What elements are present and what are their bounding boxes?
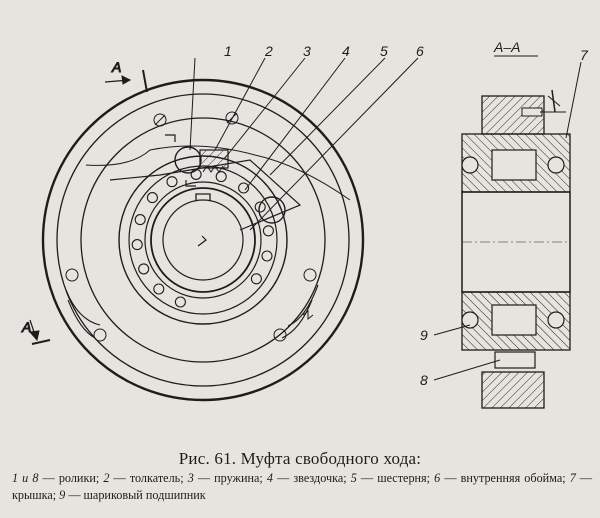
- bearing-ball: [250, 273, 262, 285]
- bearing-ball: [146, 192, 158, 204]
- clutch-drawing: A A 1 2 3 4 5 6 А–А: [21, 39, 589, 409]
- legend-number: 3: [187, 471, 194, 485]
- legend-item: 4 — звездочка;: [266, 471, 347, 485]
- star-profile: [109, 159, 302, 231]
- hub-outer: [150, 187, 256, 293]
- section-arrows: A A: [21, 59, 148, 345]
- legend-number: 5: [350, 471, 357, 485]
- section-title: А–А: [493, 39, 520, 55]
- legend-item: 9 — шариковый подшипник: [59, 488, 206, 502]
- cover-ring: [80, 117, 326, 363]
- break-line: [197, 235, 207, 247]
- legend-number: 7: [569, 471, 576, 485]
- section-mark-bottom: A: [21, 319, 31, 335]
- legend-number: 2: [103, 471, 110, 485]
- callout-1: 1: [224, 43, 232, 59]
- cut-window: [165, 134, 196, 187]
- figure-legend: 1 и 8 — ролики; 2 — толкатель; 3 — пружи…: [12, 470, 592, 504]
- section-cut-edge: [85, 145, 351, 201]
- roller-lower: [258, 196, 286, 224]
- keyway: [195, 193, 211, 201]
- callout-leaders: [189, 57, 419, 231]
- legend-text: пружина;: [214, 471, 263, 485]
- callout-3: 3: [303, 43, 311, 59]
- callout-8: 8: [420, 372, 428, 388]
- bearing-ball: [166, 176, 178, 188]
- callout-4: 4: [342, 43, 350, 59]
- outer-rim: [41, 78, 365, 402]
- figure-caption: Рис. 61. Муфта свободного хода:: [178, 449, 422, 468]
- star-outer: [118, 155, 288, 325]
- legend-number: 1 и 8: [12, 471, 39, 485]
- bearing-ball: [134, 214, 146, 226]
- section-mark-top: A: [111, 59, 121, 75]
- pusher: [199, 149, 229, 169]
- callout-5: 5: [380, 43, 388, 59]
- legend-text: крышка;: [12, 488, 57, 502]
- bearing-ball: [138, 263, 150, 275]
- bearing-ball: [262, 225, 274, 237]
- bearing-ball: [215, 171, 227, 183]
- spring: [202, 165, 224, 173]
- legend-item: 1 и 8 — ролики;: [12, 471, 100, 485]
- legend-text: ролики;: [58, 471, 100, 485]
- legend-text: шариковый подшипник: [83, 488, 206, 502]
- section-view: [461, 89, 571, 409]
- legend-item: 6 — внутренняя обойма;: [434, 471, 566, 485]
- front-view: [41, 78, 365, 402]
- hub-inner: [162, 199, 244, 281]
- legend-text: шестерня;: [377, 471, 431, 485]
- callout-6: 6: [416, 43, 424, 59]
- bearing-ball: [261, 250, 273, 262]
- bearing-ball: [174, 296, 186, 308]
- legend-number: 9: [59, 488, 66, 502]
- legend-text: толкатель;: [129, 471, 184, 485]
- section-leaders: [433, 61, 582, 381]
- bearing-ball: [190, 168, 202, 180]
- bearing-ball: [238, 182, 250, 194]
- bearing-ball: [254, 201, 266, 213]
- legend-number: 4: [266, 471, 273, 485]
- gear-outer-ring: [56, 93, 350, 387]
- callout-2: 2: [264, 43, 273, 59]
- pawl-right: [281, 284, 319, 339]
- legend-item: 3 — пружина;: [187, 471, 263, 485]
- legend-text: звездочка;: [293, 471, 347, 485]
- pawl-left: [65, 289, 101, 339]
- bearing-ball: [131, 239, 143, 251]
- legend-number: 6: [434, 471, 441, 485]
- legend-item: 7 — крышка;: [12, 471, 593, 502]
- bearing-ball: [153, 283, 165, 295]
- callout-9: 9: [420, 327, 428, 343]
- bearing-balls: [131, 168, 274, 308]
- legend-text: внутренняя обойма;: [460, 471, 566, 485]
- bearing-ring-inner: [144, 181, 262, 299]
- callout-7: 7: [580, 47, 589, 63]
- callout-labels: 1 2 3 4 5 6: [224, 43, 424, 59]
- legend-item: 2 — толкатель;: [103, 471, 184, 485]
- legend-item: 5 — шестерня;: [350, 471, 431, 485]
